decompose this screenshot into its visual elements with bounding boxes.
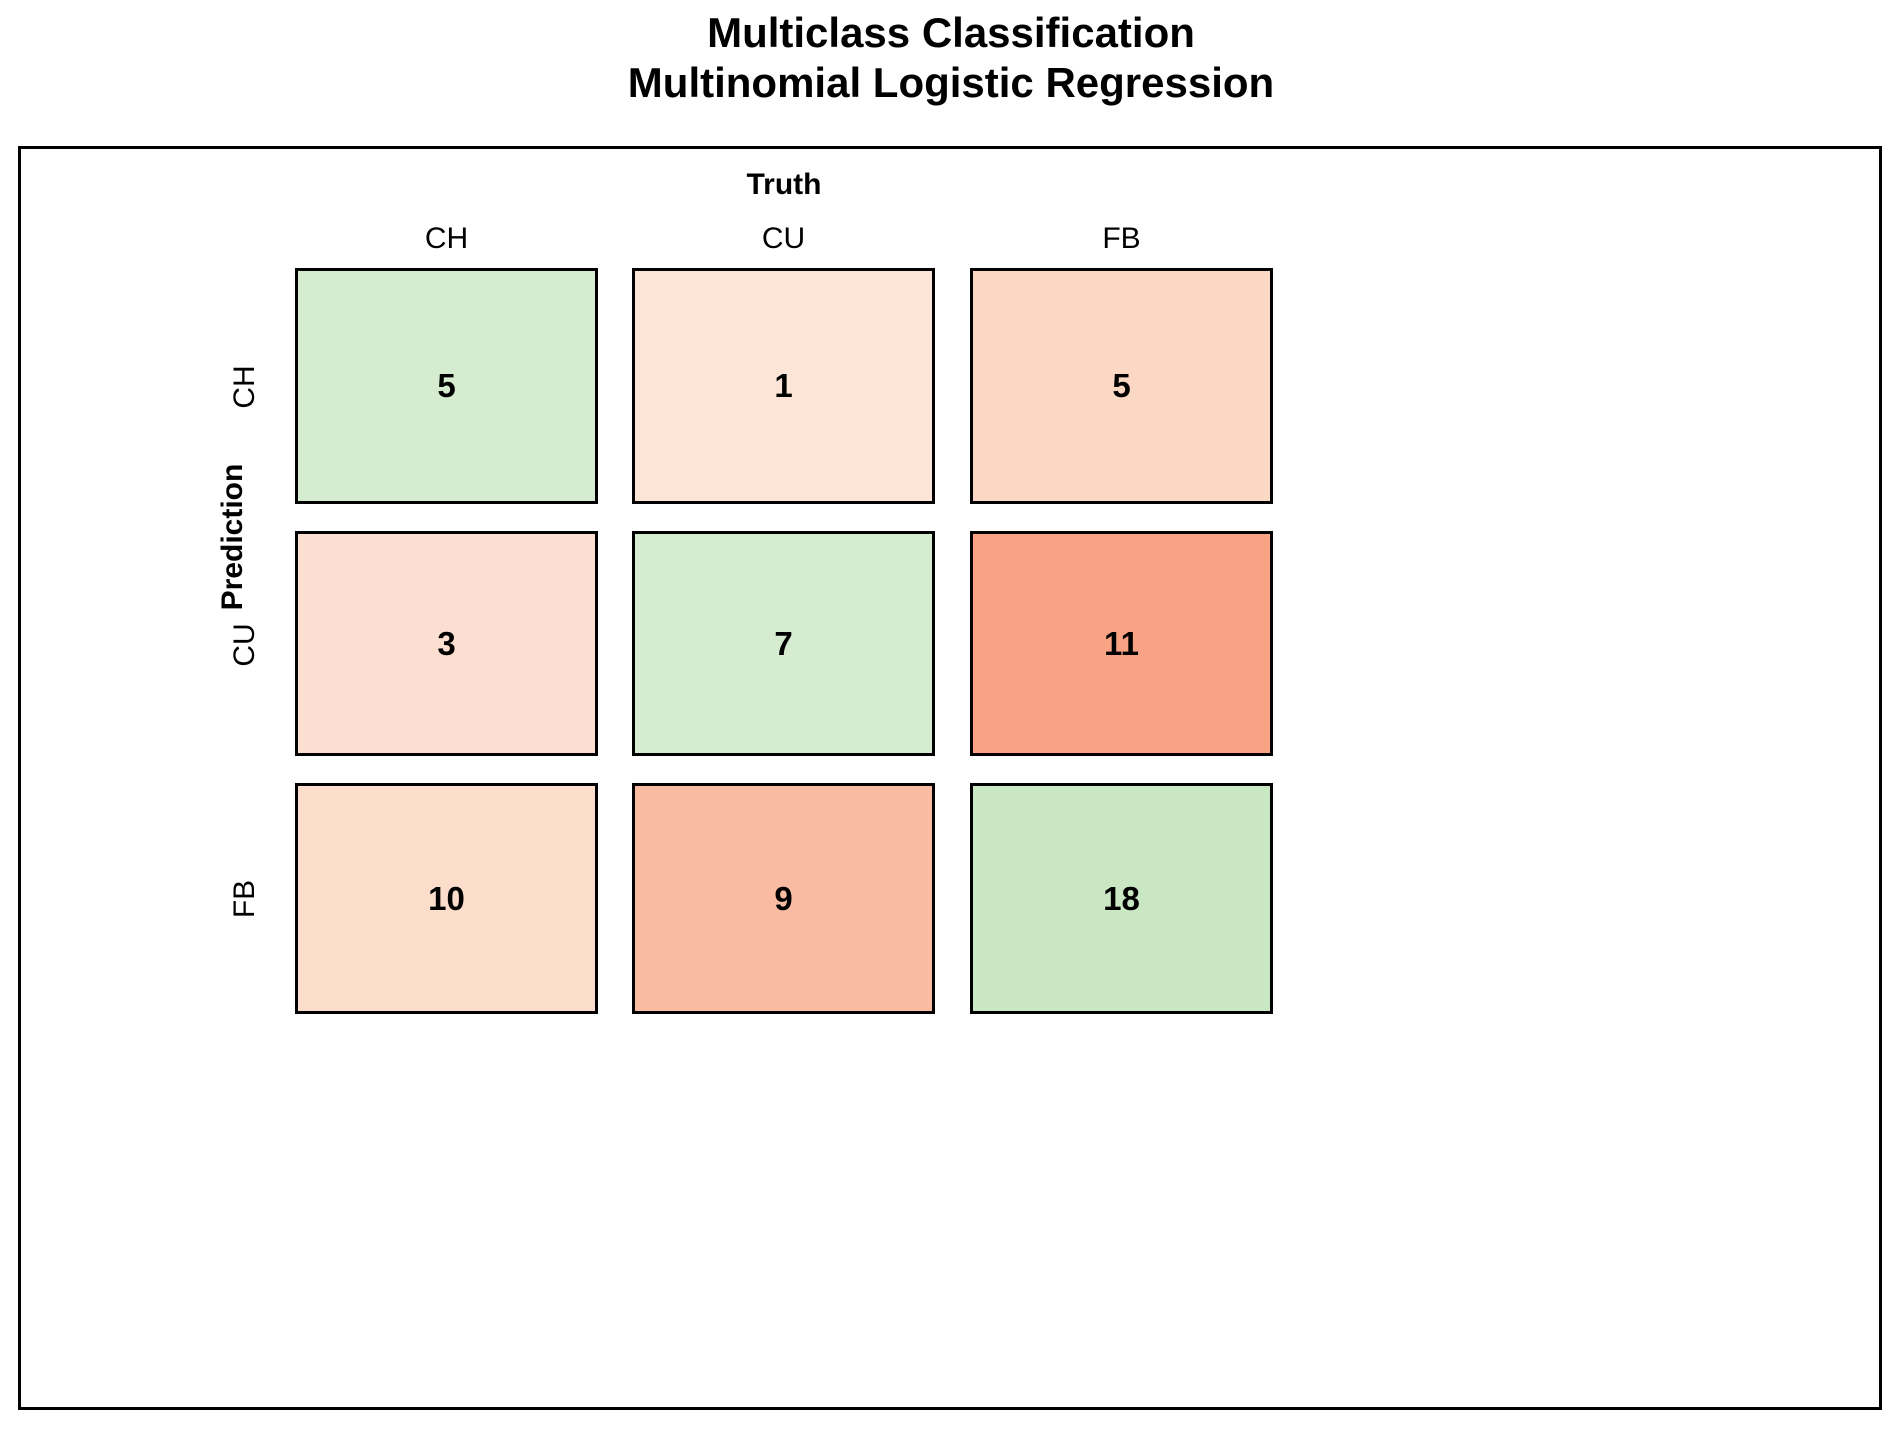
cell-value: 10 — [428, 879, 465, 917]
cell-value: 3 — [437, 624, 456, 662]
column-header-fb: FB — [1102, 222, 1141, 255]
cell-value: 18 — [1103, 879, 1140, 917]
row-header-ch: CH — [228, 365, 261, 409]
row-header-fb: FB — [228, 879, 261, 919]
matrix-cell: 7 — [632, 531, 935, 756]
matrix-cell: 10 — [295, 783, 598, 1014]
row-header-cu: CU — [228, 623, 261, 667]
title-line-1: Multiclass Classification — [707, 9, 1195, 56]
matrix-cell: 18 — [970, 783, 1273, 1014]
matrix-cell: 1 — [632, 268, 935, 504]
matrix-cell: 5 — [295, 268, 598, 504]
cell-value: 7 — [774, 624, 793, 662]
cell-value: 11 — [1104, 624, 1139, 662]
cell-value: 5 — [1112, 367, 1131, 404]
cell-value: 5 — [437, 367, 456, 404]
title-line-2: Multinomial Logistic Regression — [627, 59, 1275, 106]
matrix-cell: 9 — [632, 783, 935, 1014]
matrix-cell: 5 — [970, 268, 1273, 504]
cell-value: 9 — [774, 879, 793, 917]
cell-value: 1 — [774, 367, 793, 404]
matrix-cell: 11 — [970, 531, 1273, 756]
column-header-ch: CH — [424, 222, 469, 255]
page-title: Multiclass Classification Multinomial Lo… — [0, 8, 1902, 108]
column-header-cu: CU — [761, 222, 806, 255]
matrix-cell: 3 — [295, 531, 598, 756]
truth-axis-title: Truth — [746, 168, 822, 201]
